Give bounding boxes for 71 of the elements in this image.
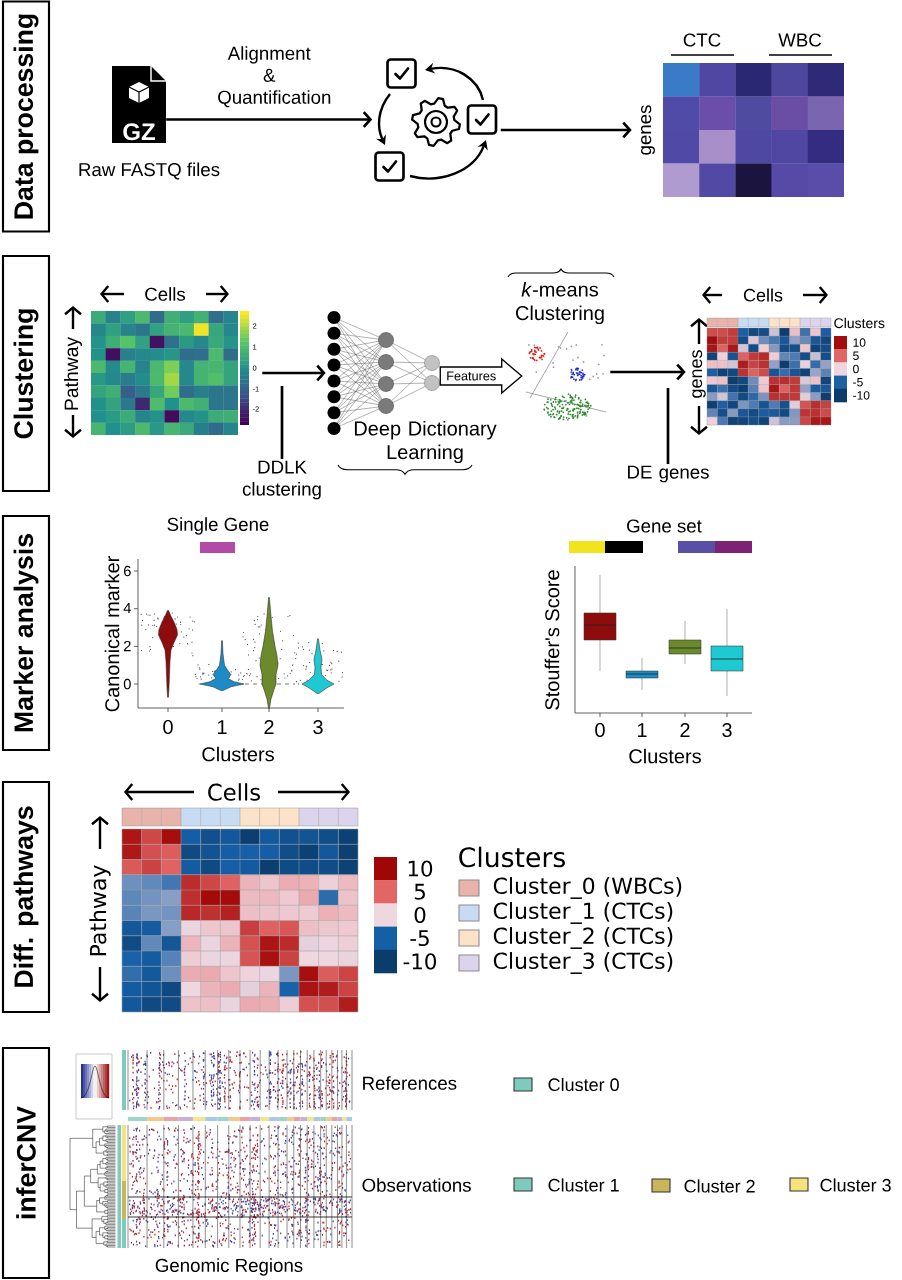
section-label-box: inferCNV — [1, 1046, 51, 1280]
row-label: Observations — [362, 1178, 471, 1192]
axis-label: Clusters — [202, 746, 274, 762]
legend-label: -5 — [410, 930, 429, 947]
tick-label: 2 — [680, 723, 690, 737]
arrow — [262, 364, 326, 382]
legend-label: 10 — [853, 338, 866, 347]
arrow — [500, 121, 632, 139]
annotation-text: DDLK clustering — [242, 460, 321, 500]
leader-line — [280, 386, 284, 460]
legend-label: Cluster 2 — [684, 1179, 755, 1193]
legend-title: Clusters — [459, 846, 565, 868]
section-label-box: Diff. pathways — [1, 780, 51, 1014]
legend-label: -5 — [853, 378, 863, 387]
axis-label: Cells — [145, 287, 186, 301]
tick-label: 0 — [595, 722, 605, 738]
axis-label: Pathway — [89, 865, 111, 956]
tick-label: 3 — [722, 722, 732, 738]
arrow — [610, 363, 686, 381]
legend-label: Cluster_2 (CTCs) — [493, 927, 673, 949]
annotation-text: DE genes — [628, 465, 709, 483]
tick-label: 1 — [217, 720, 227, 734]
heatmap — [706, 317, 832, 426]
axis-label: Pathway — [64, 336, 82, 410]
section-label-box: Data processing — [1, 0, 51, 233]
arrow — [166, 111, 373, 128]
legend-label: 5 — [414, 883, 425, 900]
legend-label: 10 — [408, 860, 433, 877]
cycle-icon — [374, 58, 498, 182]
node-label: Deep Dictionary Learning — [354, 420, 497, 464]
tick-label: 0 — [123, 678, 131, 690]
legend-label: Cluster 1 — [548, 1178, 619, 1192]
node-label: Raw FASTQ files — [79, 162, 220, 180]
tick-label: 3 — [313, 719, 323, 735]
legend-label: 5 — [853, 351, 859, 360]
tick-label: 1 — [637, 723, 647, 737]
section-label-box: Clustering — [1, 254, 51, 493]
axis-label: Cells — [208, 783, 260, 801]
chart-title: Single Gene — [167, 517, 269, 535]
chart-title: Gene set — [627, 519, 702, 533]
axis-label: Stouffer's Score — [544, 570, 560, 710]
axis-label: genes — [641, 105, 655, 155]
leader-line — [666, 388, 670, 465]
legend-title: Clusters — [834, 317, 885, 329]
tick-label: 0 — [163, 719, 173, 735]
axis-label: Clusters — [629, 748, 701, 764]
legend-label: -10 — [403, 953, 436, 970]
edge-label: Features — [444, 370, 498, 382]
section-label-box: Marker analysis — [1, 514, 51, 752]
scatter-plot — [525, 331, 607, 421]
legend-label: -10 — [853, 391, 870, 400]
axis-label: Canonical marker — [104, 556, 120, 712]
legend-label: 0 — [853, 364, 859, 374]
axis-label: Cells — [743, 288, 783, 302]
tick-label: 6 — [124, 565, 131, 577]
axis-label: genes — [692, 350, 706, 398]
legend-label: Cluster 0 — [548, 1077, 619, 1092]
legend-label: 0 — [414, 906, 426, 924]
tick-label: 2 — [123, 640, 131, 652]
legend-label: Cluster_1 (CTCs) — [493, 902, 673, 924]
tick-label: 2 — [264, 720, 274, 734]
edge-label: Alignment & Quantification — [215, 44, 331, 109]
column-label: WBC — [778, 33, 822, 47]
column-label: CTC — [683, 33, 721, 47]
legend-label: Cluster_0 (WBCs) — [493, 877, 682, 899]
node-label: k-means Clustering — [516, 281, 604, 325]
legend-label: Cluster 3 — [820, 1178, 891, 1192]
axis-label: Genomic Regions — [155, 1258, 303, 1276]
tick-label: 4 — [123, 602, 131, 614]
legend-label: Cluster_3 (CTCs) — [493, 952, 673, 974]
row-label: References — [363, 1076, 457, 1090]
